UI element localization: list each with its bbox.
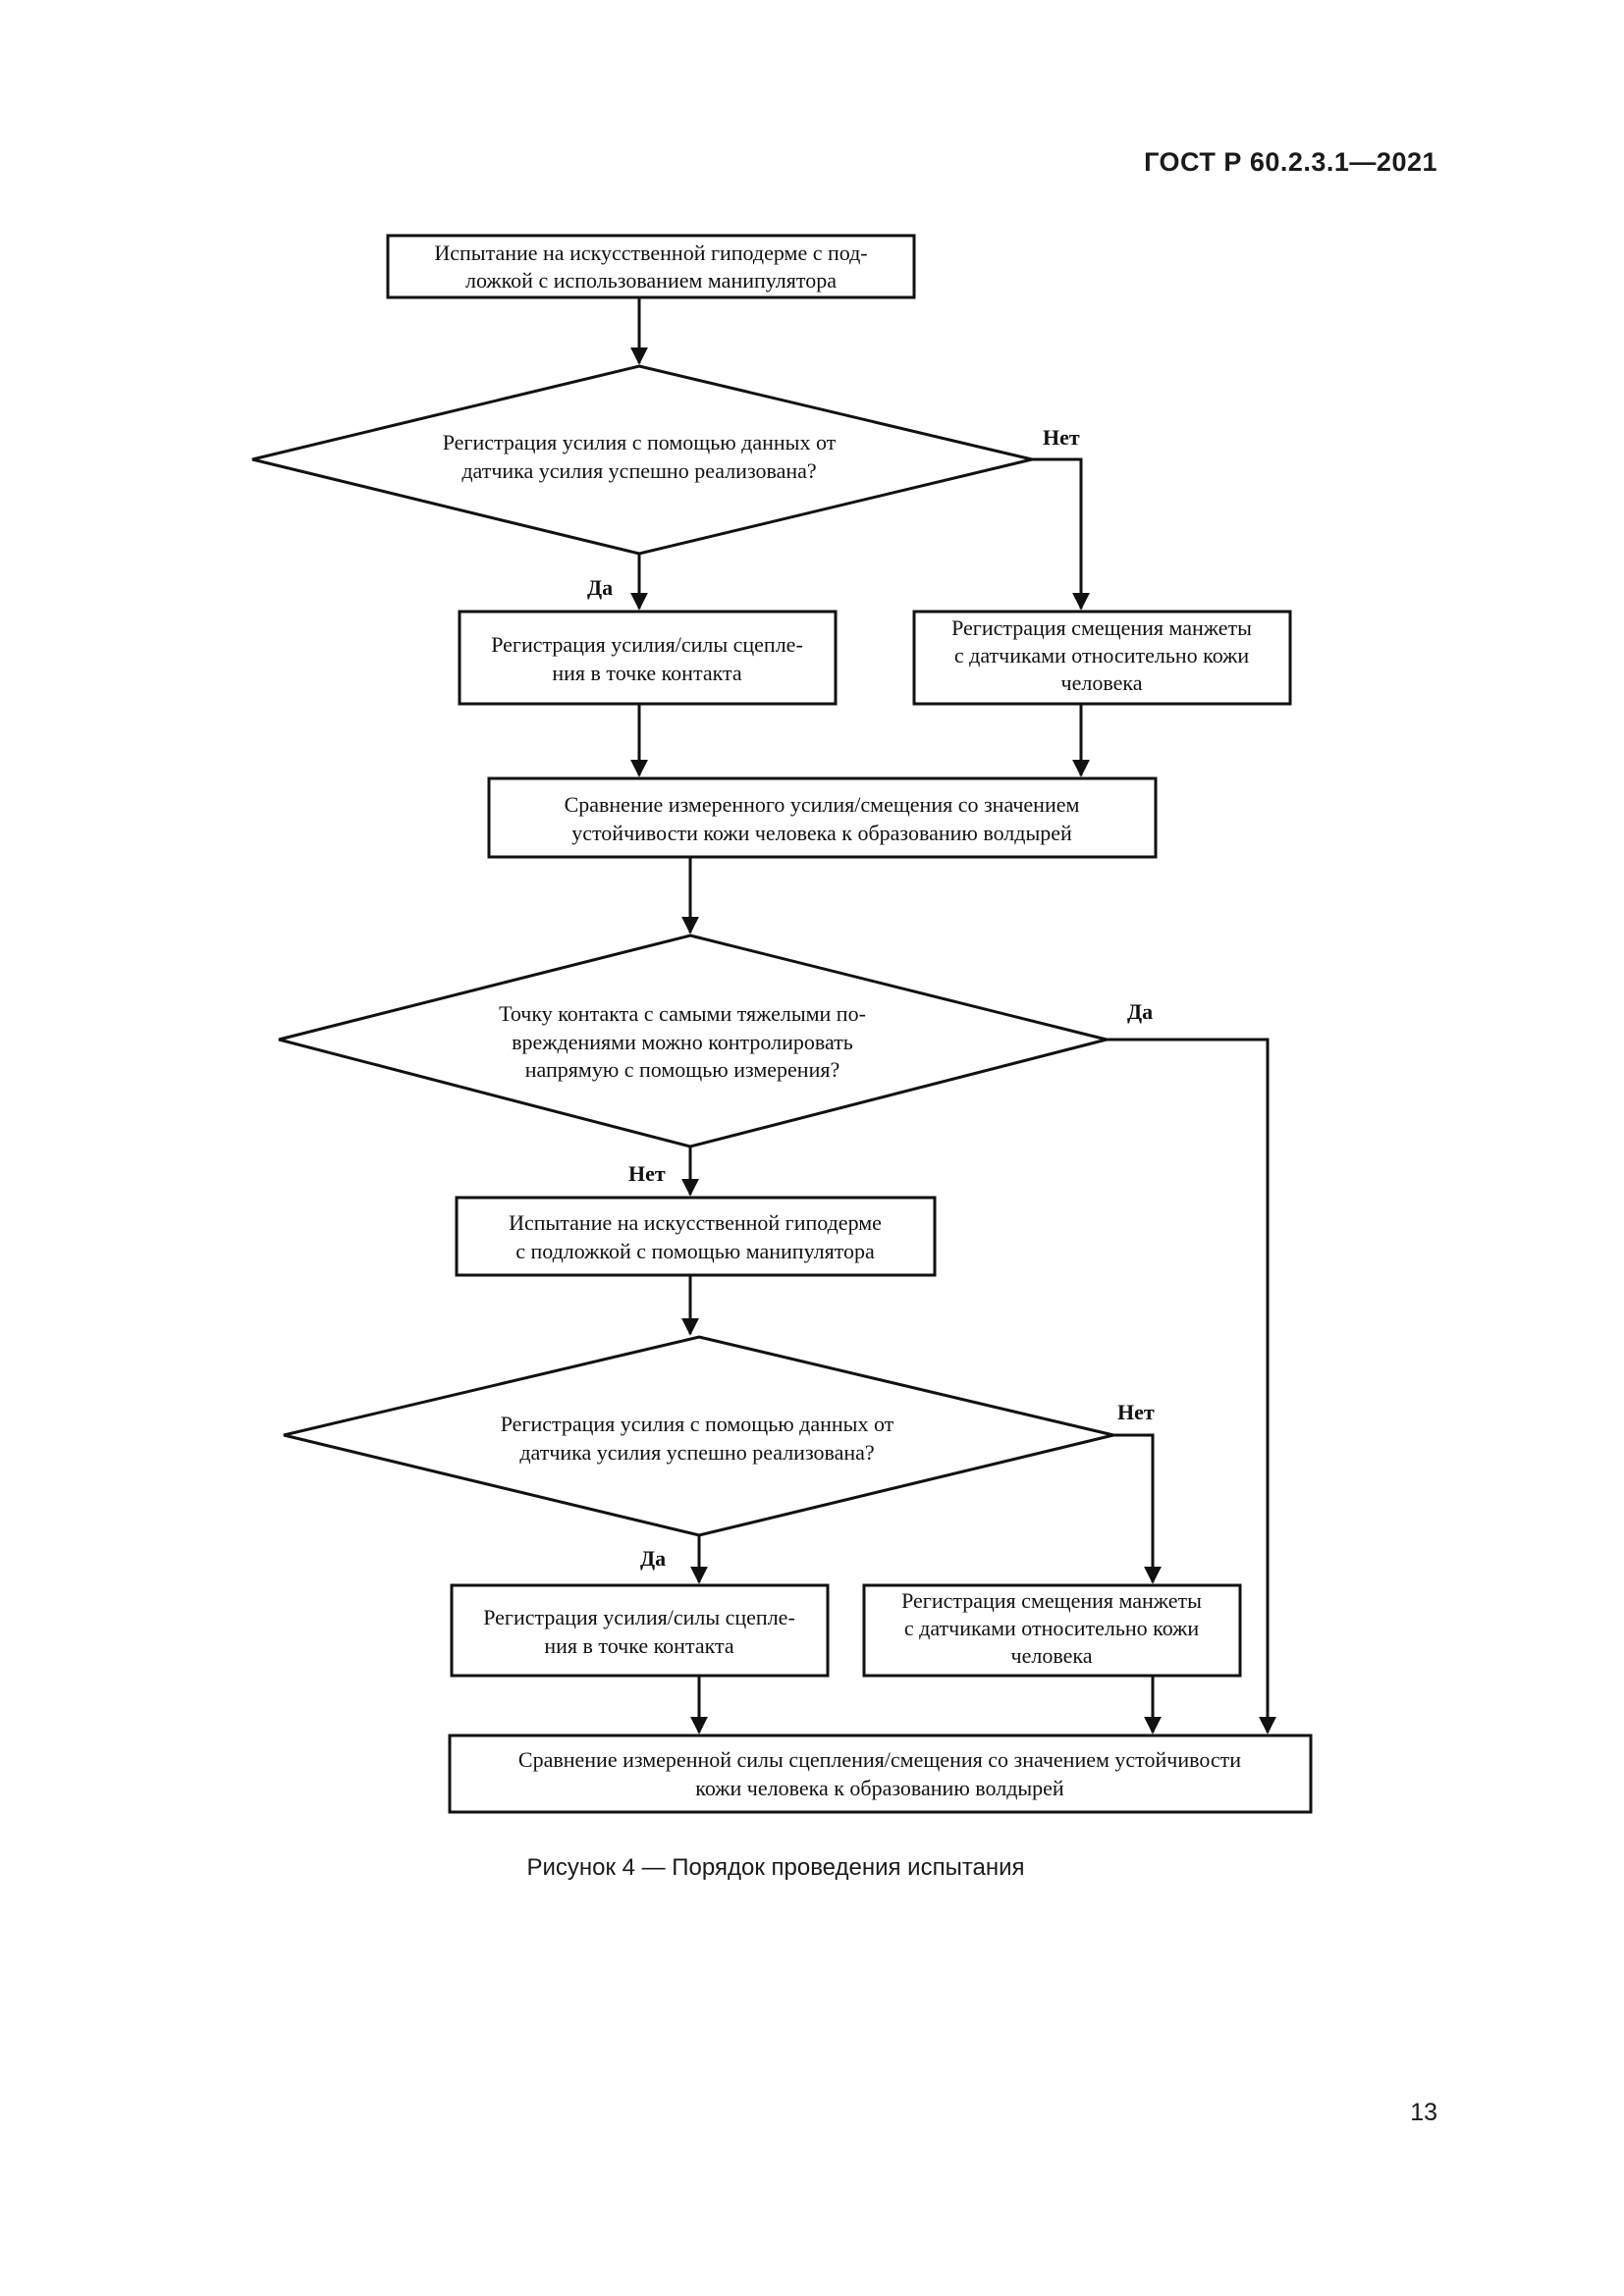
compare-box-1: Сравнение измеренного усилия/смещения со… xyxy=(487,776,1158,859)
force2-line-1: Регистрация усилия/силы сцепле- xyxy=(483,1605,795,1629)
cuff-box-2: Регистрация смещения манжеты с датчиками… xyxy=(862,1583,1242,1678)
start-line-2: ложкой с использованием манипулятора xyxy=(465,268,837,293)
document-code: ГОСТ Р 60.2.3.1—2021 xyxy=(1144,147,1437,177)
decision2-line-2: вреждениями можно контролировать xyxy=(512,1030,853,1054)
test2-line-2: с подложкой с помощью манипулятора xyxy=(515,1239,875,1263)
arrow-decision1-no xyxy=(1032,457,1090,611)
compare-box-2: Сравнение измеренной силы сцепления/смещ… xyxy=(448,1734,1313,1814)
start-line-1: Испытание на искусственной гиподерме с п… xyxy=(434,240,867,265)
compare1-line-1: Сравнение измеренного усилия/смещения со… xyxy=(565,792,1080,817)
compare1-line-2: устойчивости кожи человека к образованию… xyxy=(571,821,1072,845)
decision1-yes-label: Да xyxy=(587,575,613,600)
cuff1-line-3: человека xyxy=(1061,670,1143,695)
cuff2-line-1: Регистрация смещения манжеты xyxy=(901,1588,1202,1613)
force-box-2: Регистрация усилия/силы сцепле- ния в то… xyxy=(450,1583,830,1678)
test2-line-1: Испытание на искусственной гиподерме xyxy=(509,1210,882,1235)
decision2-line-3: напрямую с помощью измерения? xyxy=(525,1057,839,1082)
force2-line-2: ния в точке контакта xyxy=(544,1633,734,1658)
decision3-yes-label: Да xyxy=(640,1546,666,1571)
decision3-diamond: Регистрация усилия с помощью данных от д… xyxy=(283,1335,1114,1537)
decision1-line-1: Регистрация усилия с помощью данных от xyxy=(443,430,837,454)
start-box: Испытание на искусственной гиподерме с п… xyxy=(386,234,916,299)
decision1-line-2: датчика усилия успешно реализована? xyxy=(461,458,816,483)
cuff2-line-3: человека xyxy=(1011,1643,1093,1668)
compare2-line-2: кожи человека к образованию волдырей xyxy=(695,1776,1064,1800)
figure-caption: Рисунок 4 — Порядок проведения испытания xyxy=(526,1854,1025,1881)
cuff-box-1: Регистрация смещения манжеты с датчиками… xyxy=(912,610,1292,706)
decision2-diamond: Точку контакта с самыми тяжелыми по- вре… xyxy=(278,934,1108,1148)
force1-line-1: Регистрация усилия/силы сцепле- xyxy=(491,632,803,657)
page-number: 13 xyxy=(1410,2099,1437,2126)
decision2-line-1: Точку контакта с самыми тяжелыми по- xyxy=(499,1001,866,1026)
compare2-line-1: Сравнение измеренной силы сцепления/смещ… xyxy=(518,1747,1241,1772)
cuff2-line-2: с датчиками относительно кожи xyxy=(904,1616,1199,1640)
decision1-no-label: Нет xyxy=(1043,425,1080,450)
arrow-decision2-yes xyxy=(1107,1038,1276,1735)
decision1-diamond: Регистрация усилия с помощью данных от д… xyxy=(251,364,1033,556)
decision3-line-1: Регистрация усилия с помощью данных от xyxy=(501,1412,894,1436)
decision2-no-label: Нет xyxy=(628,1161,666,1186)
cuff1-line-2: с датчиками относительно кожи xyxy=(954,643,1249,667)
cuff1-line-1: Регистрация смещения манжеты xyxy=(951,615,1252,640)
force1-line-2: ния в точке контакта xyxy=(552,661,742,685)
force-box-1: Регистрация усилия/силы сцепле- ния в то… xyxy=(458,610,838,706)
decision3-line-2: датчика усилия успешно реализована? xyxy=(519,1440,874,1465)
arrow-decision3-no xyxy=(1113,1433,1162,1584)
test-box-2: Испытание на искусственной гиподерме с п… xyxy=(455,1196,937,1277)
decision3-no-label: Нет xyxy=(1117,1400,1155,1424)
connectors xyxy=(630,297,1276,1735)
decision2-yes-label: Да xyxy=(1127,999,1153,1024)
